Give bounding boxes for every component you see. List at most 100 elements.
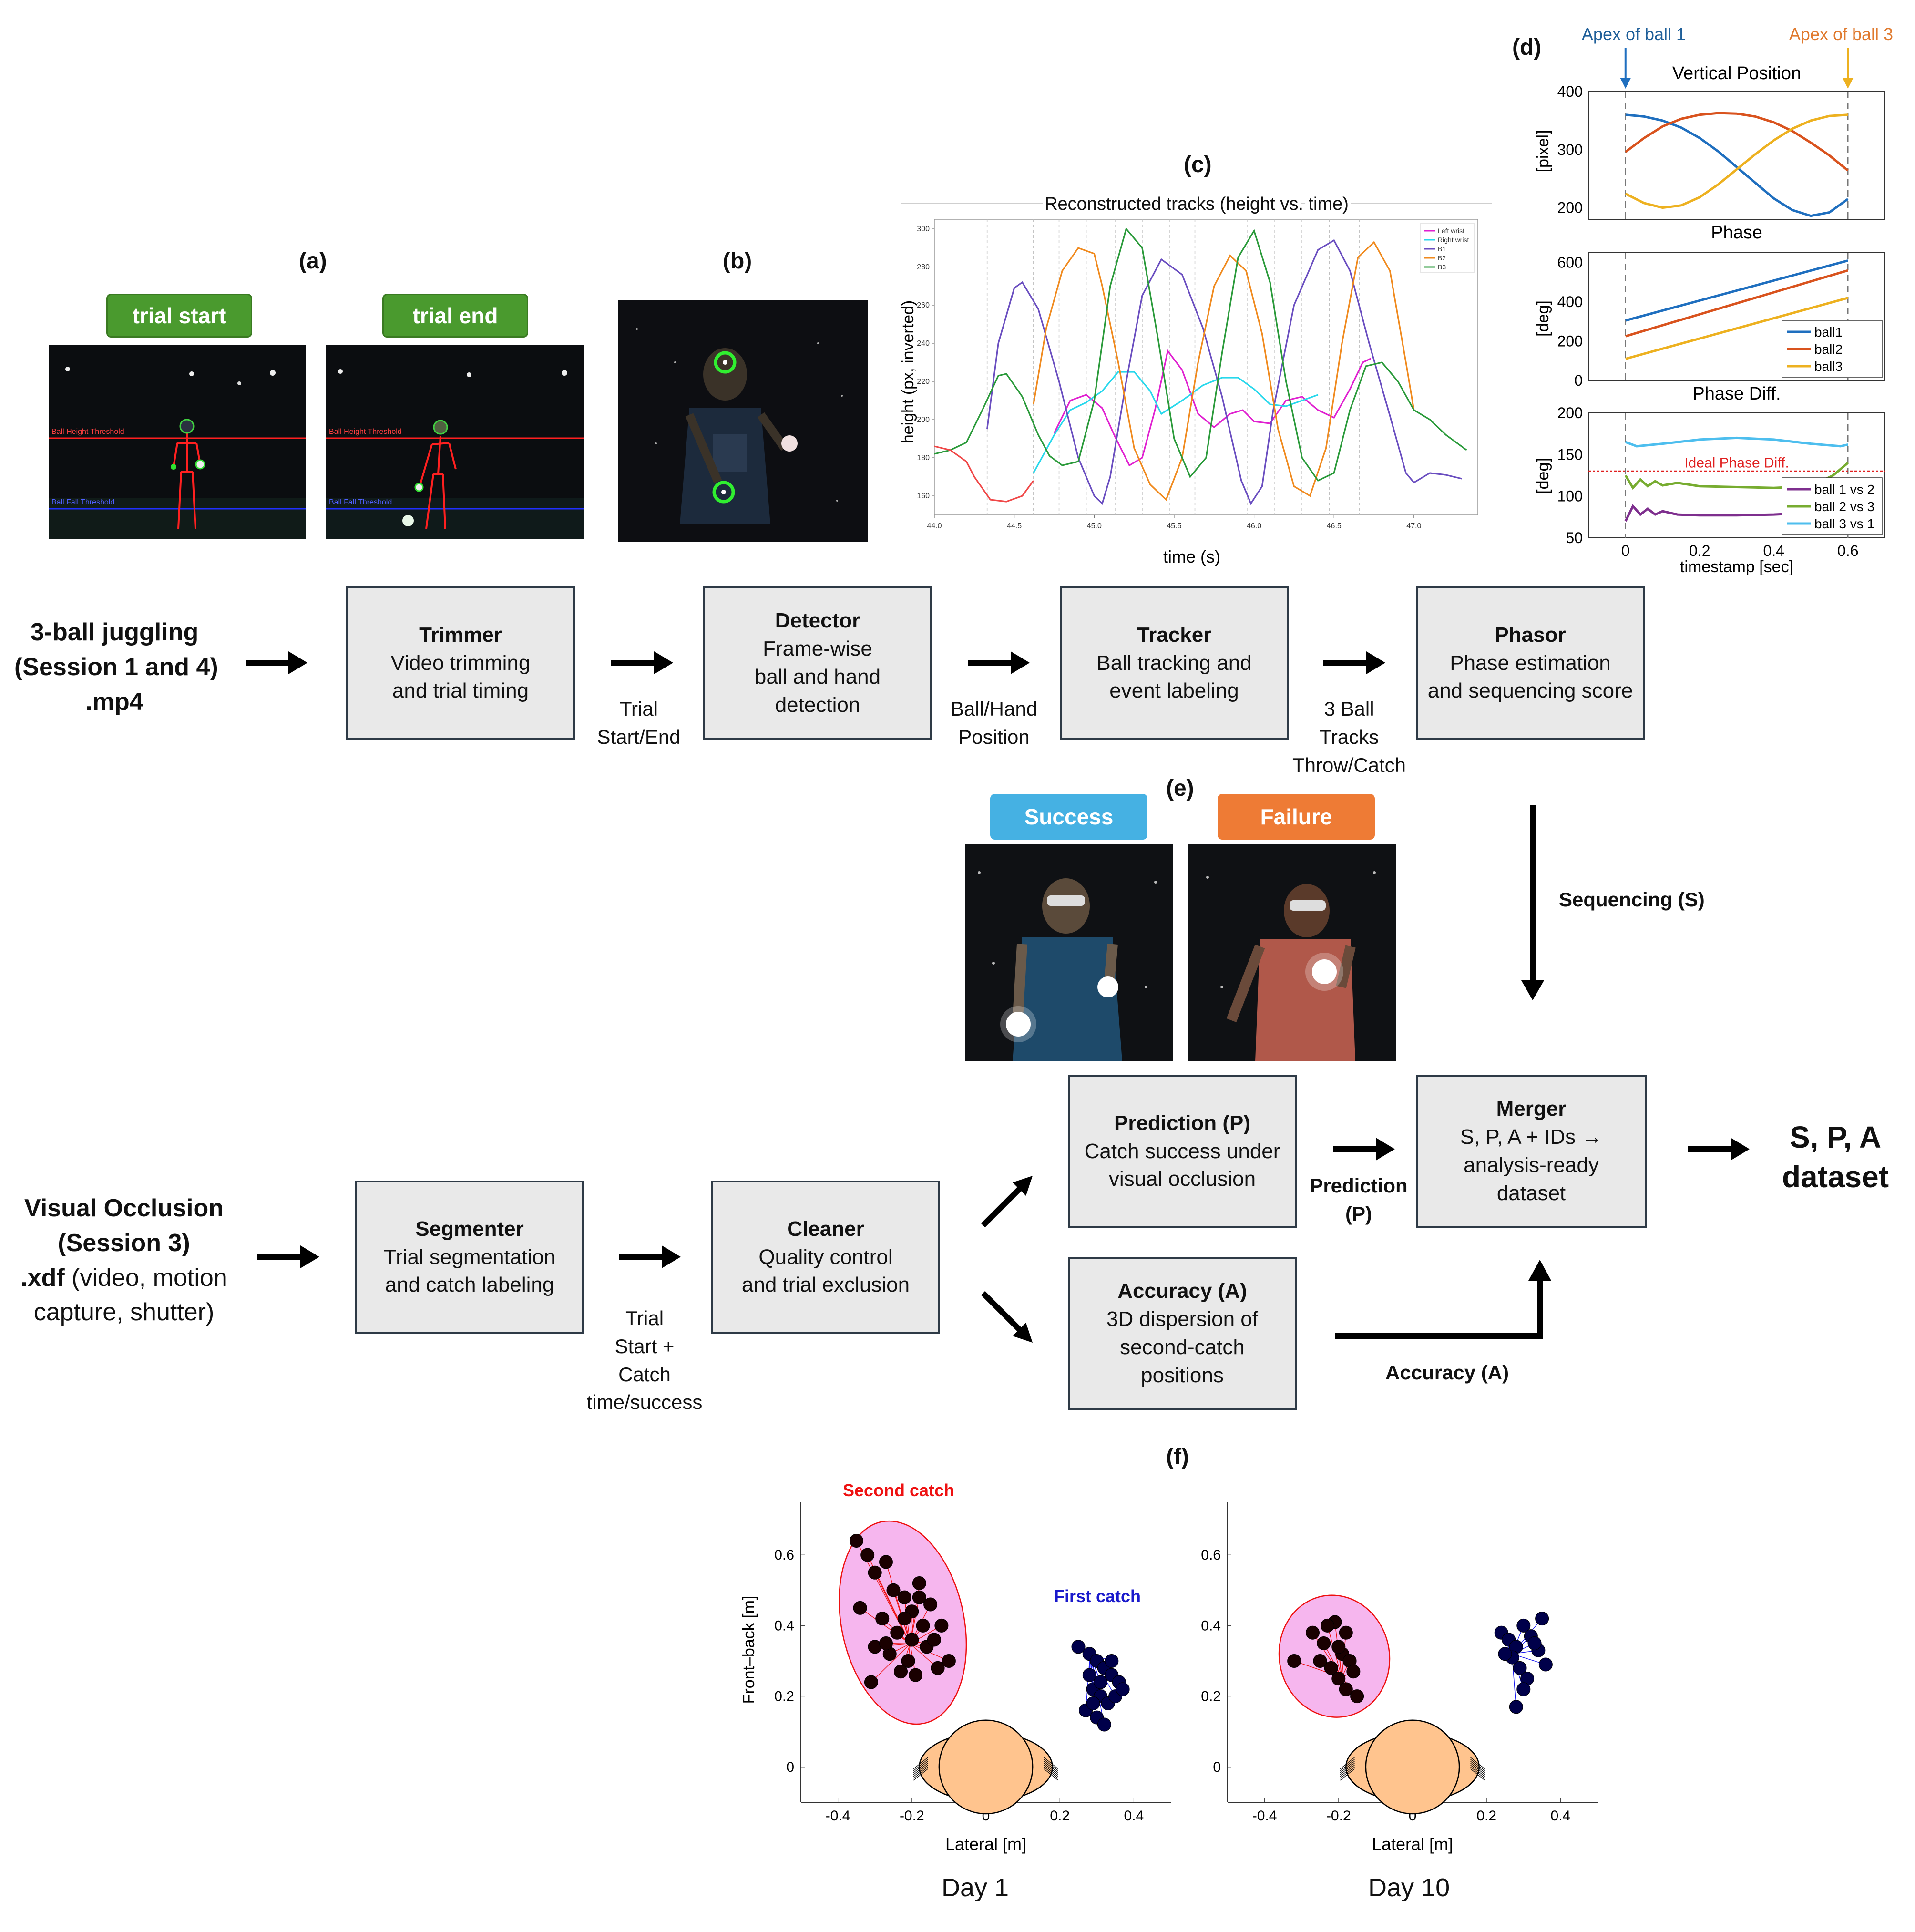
- first-catch-point: [1116, 1682, 1130, 1696]
- input-juggling-line3: .mp4: [85, 688, 143, 716]
- merger-box: Merger S, P, A + IDs → analysis-ready da…: [1416, 1075, 1647, 1228]
- merger-line1: S, P, A + IDs →: [1460, 1125, 1603, 1149]
- edge-label-trial-catch: Trial Start + Catch time/success: [583, 1305, 707, 1417]
- second-catch-point: [1313, 1654, 1327, 1668]
- series-line: [1625, 297, 1848, 360]
- merger-line2: analysis-ready: [1464, 1153, 1599, 1177]
- y-tick-label: 200: [1557, 333, 1583, 350]
- input-occlusion-ext: .xdf: [20, 1264, 65, 1292]
- hand-trajectory: [1044, 1763, 1059, 1775]
- second-catch-point: [886, 1583, 901, 1597]
- accuracy-line3: positions: [1141, 1363, 1224, 1387]
- trial-end-photo: Ball Height Threshold Ball Fall Threshol…: [326, 345, 584, 539]
- hand-trajectory: [1470, 1768, 1485, 1781]
- chart-c-xlabel: time (s): [1163, 547, 1220, 566]
- chart-d-xlabel: timestamp [sec]: [1680, 558, 1793, 576]
- hand-trajectory: [1340, 1763, 1355, 1775]
- x-tick-label: 0.2: [1476, 1808, 1496, 1824]
- hand-trajectory: [1044, 1761, 1059, 1773]
- plot-frame: [1588, 91, 1885, 220]
- x-tick-label: -0.4: [1252, 1808, 1277, 1824]
- second-catch-point: [1346, 1665, 1361, 1679]
- apex-arrow-head: [1843, 78, 1854, 89]
- arrow-right-icon: [1333, 1138, 1395, 1161]
- second-catch-point: [1331, 1672, 1346, 1686]
- ball-fall-threshold-label: Ball Fall Threshold: [51, 498, 114, 506]
- hand-trajectory: [1044, 1757, 1059, 1769]
- second-catch-point: [860, 1548, 875, 1562]
- second-catch-point: [927, 1633, 941, 1647]
- second-catch-point: [909, 1668, 923, 1682]
- second-catch-label: Second catch: [843, 1480, 954, 1500]
- failure-badge: Failure: [1218, 794, 1375, 840]
- legend-label: ball 3 vs 1: [1814, 516, 1874, 531]
- detector-title: Detector: [775, 609, 860, 633]
- y-tick-label: 300: [917, 225, 930, 233]
- prediction-line1: Catch success under: [1084, 1139, 1280, 1163]
- first-catch-point: [1094, 1675, 1108, 1689]
- y-tick-label: 0.6: [1201, 1547, 1221, 1563]
- arrow-elbow-up-icon: [1335, 1260, 1551, 1339]
- second-catch-point: [923, 1597, 938, 1612]
- legend-label: B2: [1438, 254, 1446, 262]
- second-catch-point: [853, 1601, 867, 1615]
- second-catch-point: [1350, 1689, 1364, 1704]
- y-tick-label: 0.6: [774, 1547, 794, 1563]
- y-tick-label: 220: [917, 378, 930, 386]
- series-line: [934, 445, 1034, 503]
- arrow-right-icon: [257, 1245, 319, 1268]
- first-catch-point: [1071, 1640, 1086, 1654]
- input-occlusion-line4: capture, shutter): [33, 1298, 215, 1326]
- legend-label: Right wrist: [1438, 236, 1469, 244]
- y-tick-label: 280: [917, 263, 930, 271]
- first-catch-point: [1082, 1668, 1096, 1682]
- y-tick-label: 0.4: [774, 1618, 794, 1634]
- second-catch-trajectory: [860, 1607, 911, 1644]
- second-catch-point: [912, 1590, 926, 1604]
- arrow-right-icon: [1688, 1138, 1750, 1161]
- x-tick-label: 47.0: [1406, 522, 1421, 530]
- first-catch-point: [1516, 1682, 1531, 1696]
- merger-line3: dataset: [1496, 1181, 1566, 1205]
- hand-trajectory: [913, 1765, 928, 1777]
- y-tick-label: 200: [917, 416, 930, 424]
- hand-trajectory: [1340, 1768, 1355, 1781]
- prediction-box: Prediction (P) Catch success under visua…: [1068, 1075, 1297, 1228]
- first-catch-point: [1516, 1618, 1531, 1633]
- series-line: [1625, 113, 1848, 209]
- output-dataset: S, P, A dataset: [1764, 1118, 1907, 1197]
- chart-d: Apex of ball 1 Apex of ball 3 Vertical P…: [1534, 24, 1893, 576]
- input-occlusion-rest: (video, motion: [64, 1264, 227, 1292]
- edge-label-line: Ball/Hand: [950, 698, 1038, 720]
- chart-f-day1-xlabel: Lateral [m]: [945, 1834, 1026, 1854]
- edge-label-line: Trial: [619, 698, 658, 720]
- second-catch-point: [1321, 1618, 1335, 1633]
- edge-label-line: Start +: [614, 1335, 675, 1357]
- panel-label-b: (b): [723, 248, 752, 274]
- detector-photo: [618, 300, 868, 542]
- input-occlusion-line1: Visual Occlusion: [24, 1194, 224, 1222]
- cleaner-line1: Quality control: [758, 1245, 893, 1269]
- y-tick-label: 200: [1557, 404, 1583, 421]
- first-catch-point: [1535, 1612, 1549, 1626]
- panel-label-c: (c): [1184, 152, 1212, 177]
- y-tick-label: 600: [1557, 254, 1583, 271]
- edge-label-line: Start/End: [597, 725, 681, 748]
- input-occlusion-line2: (Session 3): [58, 1229, 190, 1257]
- hand-trajectory: [1340, 1757, 1355, 1769]
- hand-trajectory: [1044, 1765, 1059, 1777]
- series-line: [1625, 436, 1848, 448]
- chart-d-vertical-ylabel: [pixel]: [1534, 130, 1552, 173]
- first-catch-point: [1527, 1636, 1542, 1650]
- day10-label: Day 10: [1368, 1873, 1450, 1902]
- y-tick-label: 0.2: [774, 1689, 794, 1705]
- y-tick-label: 0.2: [1201, 1689, 1221, 1705]
- hand-trajectory: [1470, 1765, 1485, 1777]
- segmenter-line2: and catch labeling: [385, 1273, 554, 1297]
- apex-ball1-label: Apex of ball 1: [1582, 24, 1686, 44]
- second-catch-point: [1339, 1682, 1353, 1696]
- arrow-up-right-icon: [981, 1176, 1033, 1228]
- second-catch-point: [879, 1555, 893, 1569]
